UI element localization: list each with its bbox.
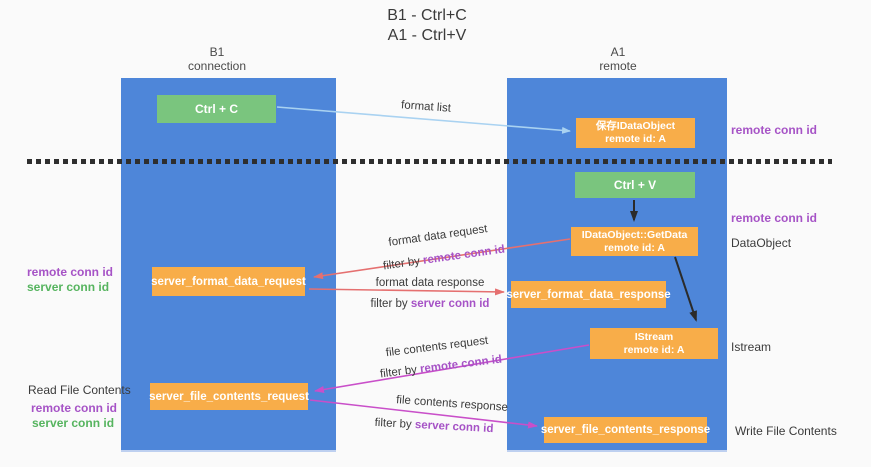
diagram-title: B1 - Ctrl+C A1 - Ctrl+V [327, 6, 527, 46]
left-server-conn-id-1: server conn id [27, 280, 110, 294]
format-data-response-label: format data response [375, 277, 485, 289]
format-list-label: format list [400, 99, 452, 115]
ctrl-v-label: Ctrl + V [613, 178, 657, 192]
server-file-contents-request-label: server_file_contents_request [149, 390, 309, 403]
lane-b1-role: connection [187, 59, 247, 73]
store-idataobject-line1: 保存IDataObject [595, 120, 676, 132]
right-dataobject-label: DataObject [731, 236, 792, 250]
right-write-file-contents-label: Write File Contents [735, 424, 837, 438]
filter-by-server-conn-id-label-1: filter by server conn id [371, 298, 490, 310]
right-remote-conn-id-2: remote conn id [731, 211, 818, 225]
server-file-contents-response-node: server_file_contents_response [540, 417, 711, 443]
getdata-line1: IDataObject::GetData [581, 228, 688, 241]
ctrl-v-node: Ctrl + V [575, 172, 695, 198]
lane-b1-name: B1 [209, 45, 225, 59]
lane-a1-role: remote [599, 59, 637, 73]
store-idataobject-node: 保存IDataObject remote id: A [576, 118, 695, 148]
store-idataobject-line2: remote id: A [605, 133, 666, 145]
server-file-contents-response-label: server_file_contents_response [540, 424, 711, 436]
getdata-node: IDataObject::GetData remote id: A [571, 227, 698, 256]
istream-line1: IStream [634, 330, 674, 343]
server-format-data-response-node: server_format_data_response [506, 281, 671, 308]
getdata-line2: remote id: A [604, 241, 665, 254]
right-istream-label: Istream [731, 340, 772, 354]
lane-a1-name: A1 [610, 45, 626, 59]
server-conn-id-highlight: server conn id [414, 419, 494, 436]
title-line-1: B1 - Ctrl+C [387, 7, 467, 24]
ctrl-c-label: Ctrl + C [194, 102, 238, 116]
server-format-data-response-label: server_format_data_response [506, 288, 671, 301]
filter-by-text: filter by [382, 255, 421, 273]
left-remote-conn-id-2: remote conn id [31, 401, 118, 415]
lane-header-b1: B1 connection [157, 45, 277, 73]
filter-by-remote-conn-id-label-1: filter by remote conn id [382, 244, 505, 273]
istream-line2: remote id: A [623, 343, 685, 356]
left-remote-conn-id-1: remote conn id [27, 265, 114, 279]
server-file-contents-request-node: server_file_contents_request [149, 383, 309, 410]
server-format-data-request-node: server_format_data_request [151, 267, 306, 296]
phase-separator-dashed-line [27, 159, 832, 164]
filter-by-text: filter by [374, 416, 412, 431]
remote-conn-id-highlight: remote conn id [419, 353, 503, 376]
left-server-conn-id-2: server conn id [32, 416, 115, 430]
left-read-file-contents-label: Read File Contents [28, 383, 131, 397]
right-remote-conn-id-1: remote conn id [731, 123, 818, 137]
format-data-response-arrow [308, 288, 505, 296]
format-data-request-label: format data request [387, 223, 489, 249]
server-format-data-request-label: server_format_data_request [151, 275, 306, 288]
ctrl-c-node: Ctrl + C [157, 95, 276, 123]
title-line-2: A1 - Ctrl+V [387, 27, 467, 44]
file-contents-request-label: file contents request [385, 334, 489, 360]
istream-node: IStream remote id: A [590, 328, 718, 359]
filter-by-text: filter by [379, 364, 418, 381]
file-contents-response-label: file contents response [395, 394, 509, 414]
filter-by-text: filter by [370, 298, 408, 310]
filter-by-server-conn-id-label-2: filter by server conn id [374, 417, 493, 435]
remote-conn-id-highlight: remote conn id [422, 243, 506, 267]
server-conn-id-highlight: server conn id [410, 298, 490, 310]
lane-header-a1: A1 remote [558, 45, 678, 73]
